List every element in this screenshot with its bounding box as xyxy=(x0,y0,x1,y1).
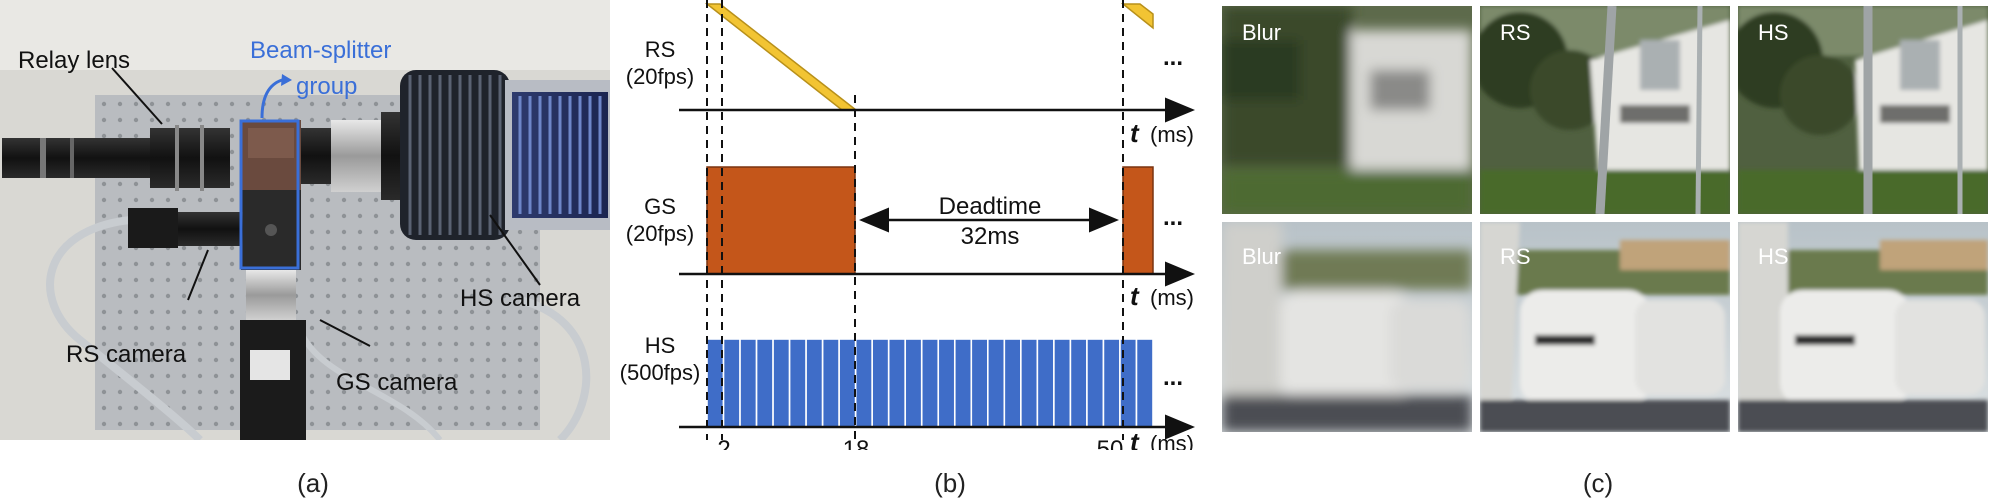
row-rate-rs: (20fps) xyxy=(626,64,694,89)
bottom-rs-photo xyxy=(1480,222,1730,432)
tick-label-18: 18 xyxy=(843,436,870,450)
label-beam-splitter: Beam-splitter xyxy=(250,37,391,64)
bottom-label-hs: HS xyxy=(1758,244,1789,269)
bottom-hs-photo xyxy=(1738,222,1988,432)
hs-frame-bar xyxy=(1053,338,1072,428)
bottom-label-blur: Blur xyxy=(1242,244,1281,269)
hs-axis-unit: (ms) xyxy=(1150,431,1194,450)
hs-frame-bar xyxy=(1086,338,1105,428)
hs-frame-bar xyxy=(821,338,840,428)
hs-frame-bar xyxy=(805,338,824,428)
deadtime-value: 32ms xyxy=(961,223,1020,250)
rs-exposure xyxy=(704,3,859,111)
hs-frame-bar xyxy=(987,338,1006,428)
hs-axis-t: t xyxy=(1130,427,1140,450)
top-label-hs: HS xyxy=(1758,20,1789,45)
hs-frame-bar xyxy=(755,338,774,428)
gs-exposure xyxy=(706,166,856,275)
caption-b: (b) xyxy=(934,468,966,498)
row-label-gs: GS xyxy=(644,194,676,219)
rs-axis-t: t xyxy=(1130,118,1140,148)
rs-more: ... xyxy=(1163,44,1183,71)
rs-exposure-next xyxy=(1120,3,1154,30)
label-gs-camera: GS camera xyxy=(336,369,458,396)
row-rate-hs: (500fps) xyxy=(620,360,701,385)
timing-diagram: Deadtime 32ms RS (20fps) GS (20fps) HS (… xyxy=(620,0,1195,463)
tick-label-50: 50 xyxy=(1097,436,1124,450)
panel-a: Relay lens Beam-splitter group RS camera… xyxy=(0,0,610,443)
row-label-hs: HS xyxy=(645,333,676,358)
hs-frame-bar xyxy=(970,338,989,428)
top-blur-photo xyxy=(1222,6,1472,214)
hs-frame-bar xyxy=(772,338,791,428)
hs-frame-bar xyxy=(871,338,890,428)
hs-frame-bar xyxy=(739,338,758,428)
beam-splitter-box xyxy=(239,119,300,270)
top-label-rs: RS xyxy=(1500,20,1531,45)
hs-frame-bar xyxy=(1069,338,1088,428)
rig-photo: Relay lens Beam-splitter group RS camera… xyxy=(0,0,610,443)
panel-b: Deadtime 32ms RS (20fps) GS (20fps) HS (… xyxy=(610,0,1210,463)
gs-exposure-next xyxy=(1122,166,1154,275)
hs-frame-bar xyxy=(937,338,956,428)
comparison-grid: Blur RS HS Blur RS HS xyxy=(1222,6,1988,432)
row-rate-gs: (20fps) xyxy=(626,221,694,246)
top-hs-photo xyxy=(1738,6,1988,214)
bottom-blur-photo xyxy=(1222,222,1472,432)
caption-c: (c) xyxy=(1582,468,1614,498)
hs-more: ... xyxy=(1163,364,1183,391)
hs-frame-bar xyxy=(887,338,907,428)
top-label-blur: Blur xyxy=(1242,20,1281,45)
hs-frame-bar xyxy=(1036,338,1055,428)
row-label-rs: RS xyxy=(645,37,676,62)
deadtime-label: Deadtime xyxy=(939,193,1042,220)
hs-frame-bar xyxy=(1135,338,1154,428)
gs-more: ... xyxy=(1163,204,1183,231)
bottom-label-rs: RS xyxy=(1500,244,1531,269)
hs-frame-bar xyxy=(953,338,973,428)
tick-label-2: 2 xyxy=(717,436,730,450)
label-rs-camera: RS camera xyxy=(66,341,187,368)
hs-frame-bar xyxy=(1003,338,1022,428)
rs-axis-unit: (ms) xyxy=(1150,122,1194,147)
hs-frame-bar xyxy=(1102,338,1121,428)
label-beam-splitter-group: group xyxy=(296,73,357,100)
hs-frame-bar xyxy=(838,338,857,428)
hs-frame-bar xyxy=(920,338,940,428)
top-rs-photo xyxy=(1480,6,1730,214)
caption-a: (a) xyxy=(297,468,329,498)
panel-c: Blur RS HS Blur RS HS xyxy=(1220,0,1991,440)
hs-frame-bar xyxy=(788,338,807,428)
hs-frame-bar xyxy=(1020,338,1039,428)
gs-axis-unit: (ms) xyxy=(1150,285,1194,310)
hs-frame-bar xyxy=(854,338,873,428)
gs-axis-t: t xyxy=(1130,281,1140,311)
hs-frame-bar xyxy=(722,338,741,428)
label-hs-camera: HS camera xyxy=(460,285,581,312)
label-relay-lens: Relay lens xyxy=(18,47,130,74)
hs-frame-bar xyxy=(904,338,923,428)
hs-exposures xyxy=(706,338,1154,428)
